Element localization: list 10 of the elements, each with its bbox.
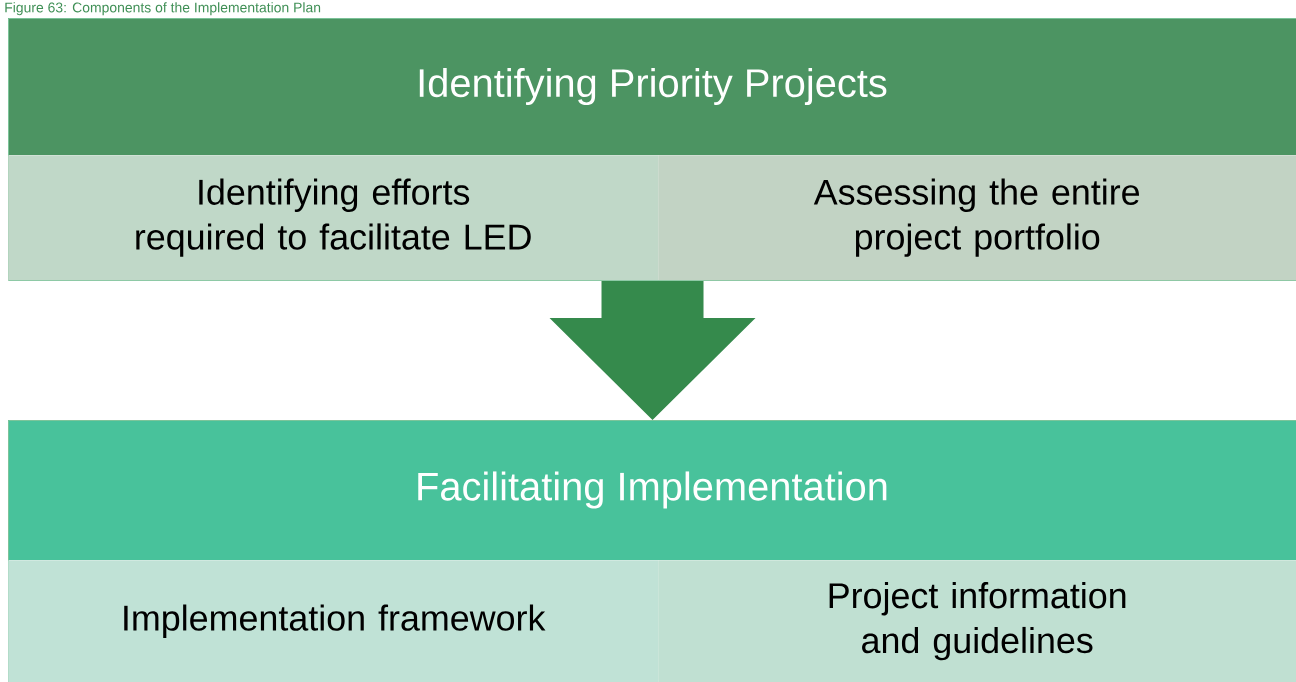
item-cell: Implementation framework <box>8 560 659 682</box>
node-label: Implementation framework <box>124 604 546 638</box>
item-cell: Identifying efforts required to facilitate LED <box>8 155 659 281</box>
item-cell: Project information and guidelines <box>658 560 1296 682</box>
item-cell: Assessing the entire project portfolio <box>658 155 1296 281</box>
node-label: Identifying efforts required to facilitate LED <box>136 178 531 257</box>
node-label: Assessing the entire project portfolio <box>813 178 1140 257</box>
node-label: Project information and guidelines <box>829 582 1126 661</box>
block-arrow <box>549 281 756 420</box>
figure-title: Figure 63: Components of the Implementation Plan <box>5 2 321 16</box>
